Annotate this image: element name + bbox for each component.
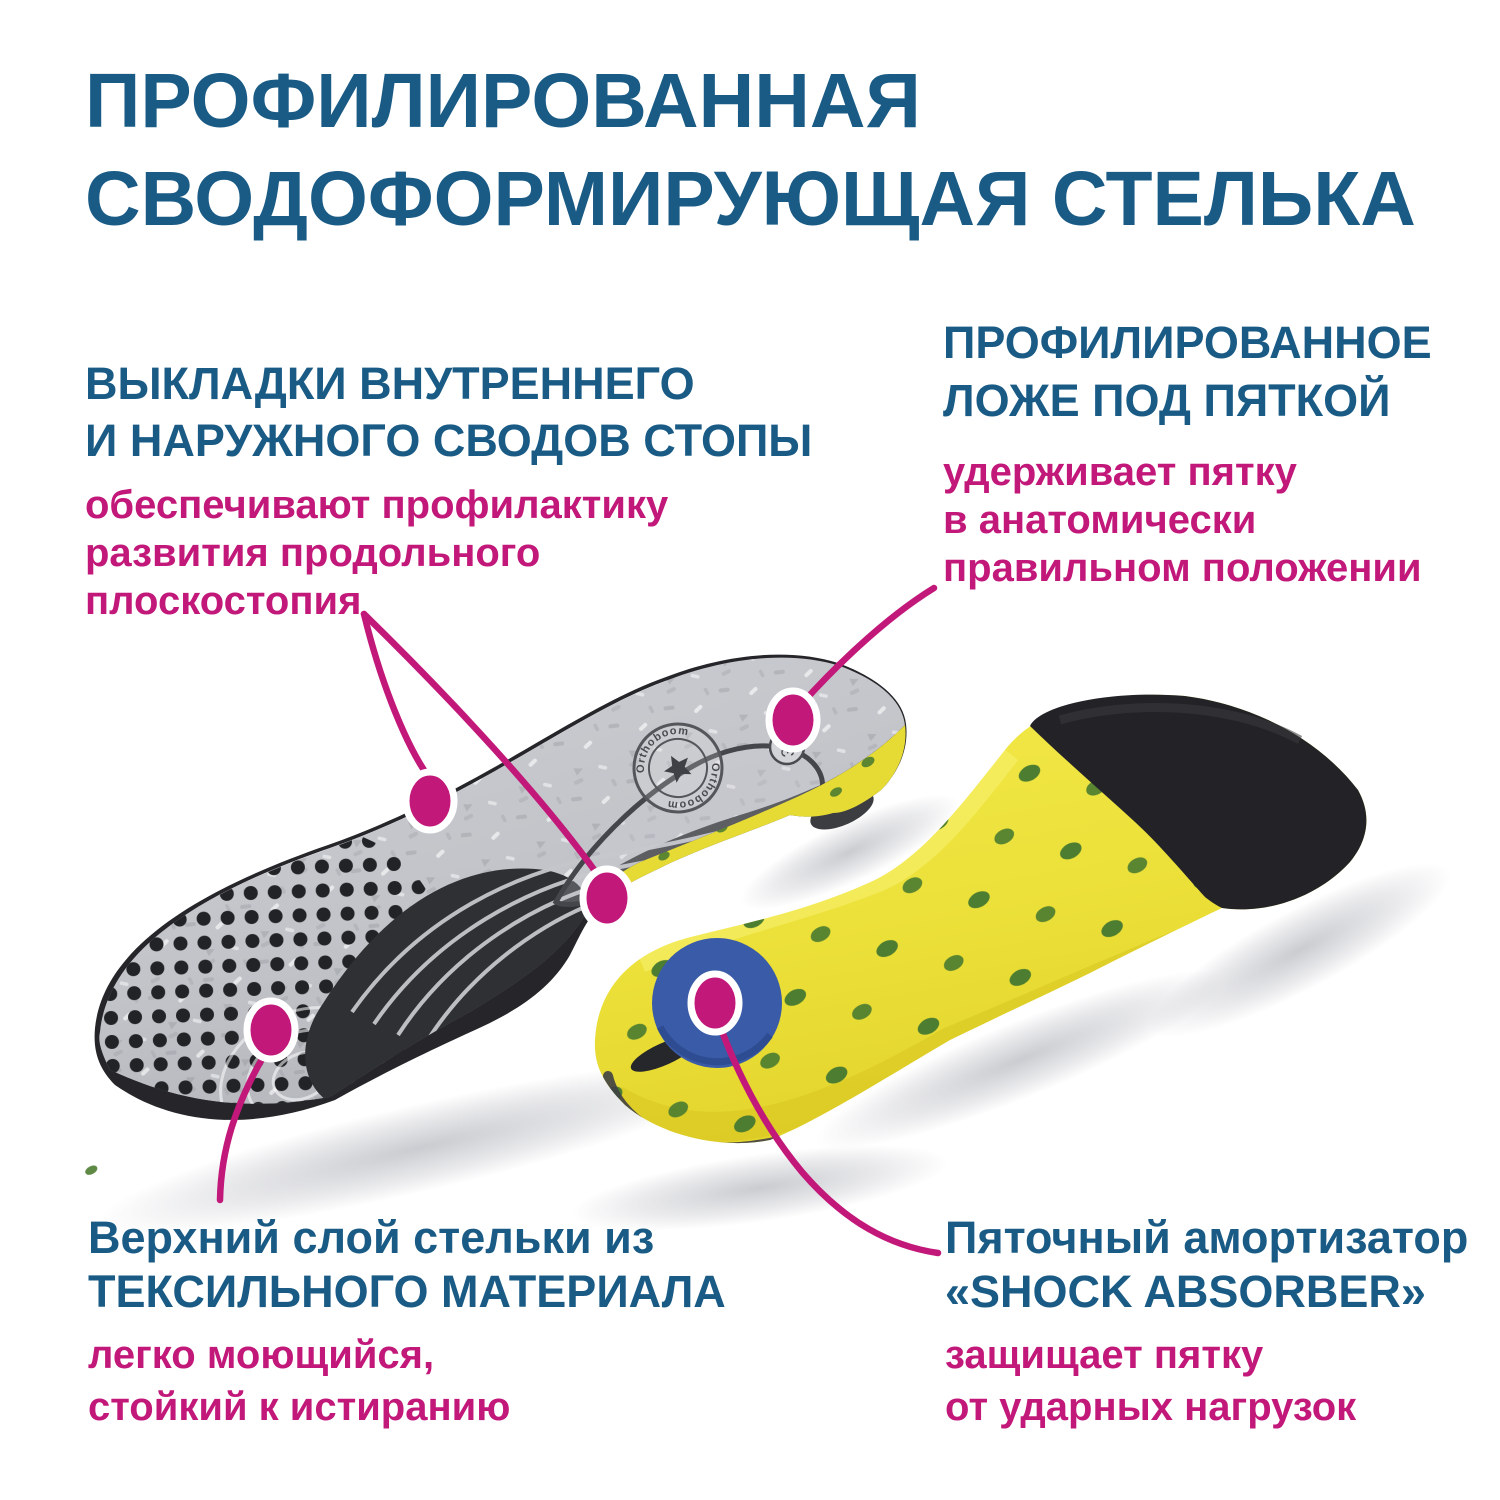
arches-body-line-2: развития продольного xyxy=(85,531,541,575)
callout-line-shock xyxy=(713,1014,942,1257)
callout-dot-heel-bed xyxy=(765,687,821,753)
top-layer-body-line-1: легко моющийся, xyxy=(88,1333,435,1377)
arches-heading-line-2: И НАРУЖНОГО СВОДОВ СТОПЫ xyxy=(85,415,813,466)
heel-bed-body-line-2: в анатомически xyxy=(943,498,1257,542)
heel-bed-body-line-1: удерживает пятку xyxy=(943,450,1297,494)
arches-body-line-1: обеспечивают профилактику xyxy=(85,483,669,527)
insole-top-heel-wedge xyxy=(585,725,906,915)
callout-lines xyxy=(216,584,942,1257)
heel-bed-body-line-3: правильном положении xyxy=(943,546,1422,590)
shock-body-line-2: от ударных нагрузок xyxy=(945,1385,1357,1429)
shock-heading-line-1: Пяточный амортизатор xyxy=(945,1212,1469,1263)
arches-body-line-3: плоскостопия xyxy=(85,579,362,623)
photo-shadows xyxy=(98,794,1452,1234)
top-layer-heading-line-1: Верхний слой стельки из xyxy=(88,1212,655,1263)
top-layer-body-line-2: стойкий к истиранию xyxy=(88,1385,511,1429)
arches-heading-line-1: ВЫКЛАДКИ ВНУТРЕННЕГО xyxy=(85,358,695,409)
page-title-line-2: СВОДОФОРМИРУЮЩАЯ СТЕЛЬКА xyxy=(85,156,1416,242)
callout-dot-top-layer xyxy=(243,997,299,1063)
callout-line-arch-right xyxy=(360,610,604,882)
callout-dots xyxy=(243,687,821,1063)
callout-line-heel-bed xyxy=(794,584,938,712)
page-title-line-1: ПРОФИЛИРОВАННАЯ xyxy=(85,58,921,144)
heel-bed-heading-line-2: ЛОЖЕ ПОД ПЯТКОЙ xyxy=(943,375,1391,426)
shock-body-line-1: защищает пятку xyxy=(945,1333,1264,1377)
callout-dot-arch-1 xyxy=(402,768,458,834)
insole-toe-cap xyxy=(1030,694,1367,910)
top-layer-heading-line-2: ТЕКСИЛЬНОГО МАТЕРИАЛА xyxy=(88,1266,726,1317)
shock-heading-line-2: «SHOCK ABSORBER» xyxy=(945,1266,1426,1317)
callout-line-top-layer xyxy=(216,1048,270,1204)
heel-bed-heading-line-1: ПРОФИЛИРОВАННОЕ xyxy=(943,317,1432,368)
callout-line-arch-left xyxy=(360,610,432,780)
callout-dot-arch-2 xyxy=(579,865,635,931)
callout-dot-shock xyxy=(687,970,743,1036)
